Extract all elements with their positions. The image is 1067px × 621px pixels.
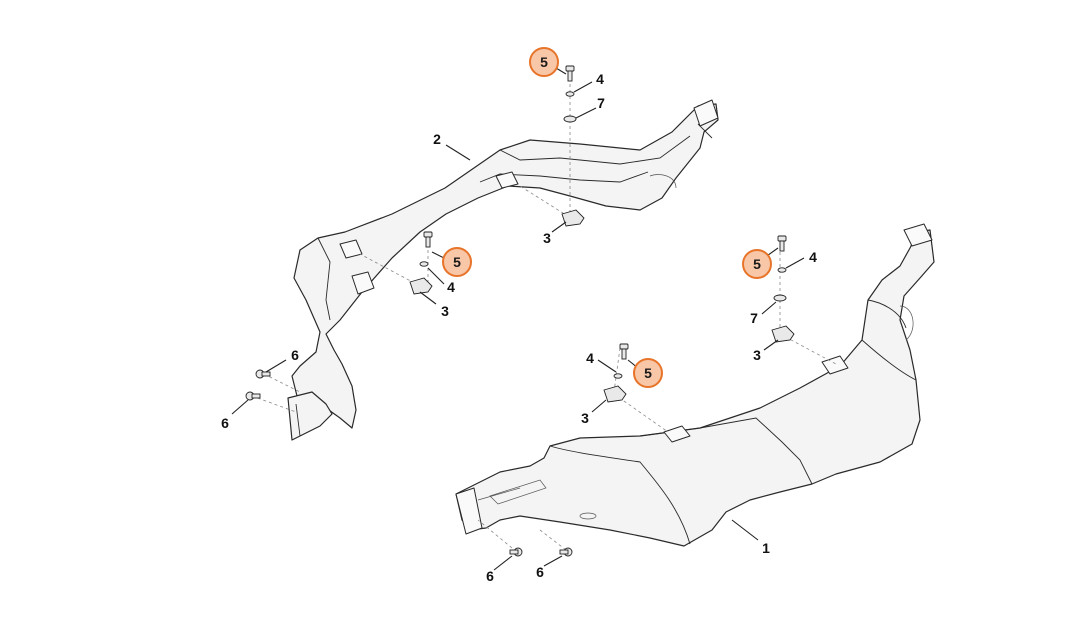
callout-labels: 2 4 7 3 4 3 4 7 3 4 3 6 6 6 6 1: [221, 71, 817, 584]
lower-housing[interactable]: [455, 223, 935, 547]
leader-lines: [231, 67, 805, 571]
clip-icon: [561, 209, 585, 227]
callout-2: 2: [433, 131, 441, 147]
callout-6: 6: [221, 415, 229, 431]
callout-label: 5: [753, 256, 761, 272]
clip-icon: [409, 277, 433, 295]
callout-5-right[interactable]: 5: [742, 249, 772, 279]
upper-bracket[interactable]: [287, 99, 719, 441]
screw-icon: [509, 547, 523, 557]
callout-6: 6: [486, 568, 494, 584]
callout-1: 1: [762, 540, 770, 556]
washer-icon: [777, 267, 787, 273]
callout-5-middle-left[interactable]: 5: [442, 247, 472, 277]
callout-5-top[interactable]: 5: [529, 47, 559, 77]
assembly-lines: [251, 72, 837, 551]
callout-5-lower[interactable]: 5: [633, 358, 663, 388]
callout-label: 5: [540, 54, 548, 70]
callout-4: 4: [447, 279, 455, 295]
callout-label: 5: [644, 365, 652, 381]
washer-icon: [613, 373, 623, 379]
callout-3: 3: [441, 303, 449, 319]
callout-4: 4: [809, 249, 817, 265]
washer-icon: [773, 294, 787, 302]
washer-icon: [563, 115, 577, 123]
washer-icon: [419, 261, 429, 267]
callout-7: 7: [750, 310, 758, 326]
screw-icon: [559, 547, 573, 557]
clip-icon: [603, 385, 627, 403]
callout-3: 3: [581, 410, 589, 426]
callout-3: 3: [753, 347, 761, 363]
washer-icon: [565, 91, 575, 97]
hardware: [245, 65, 795, 557]
bolt-icon: [619, 343, 629, 360]
callout-6: 6: [291, 347, 299, 363]
clip-icon: [771, 325, 795, 343]
callout-4: 4: [586, 350, 594, 366]
callout-label: 5: [453, 254, 461, 270]
callout-4: 4: [596, 71, 604, 87]
callout-7: 7: [597, 95, 605, 111]
screw-icon: [255, 369, 271, 379]
bolt-icon: [423, 231, 433, 248]
bolt-icon: [565, 65, 575, 82]
bolt-icon: [777, 235, 787, 252]
callout-6: 6: [536, 564, 544, 580]
screw-icon: [245, 391, 261, 401]
callout-3: 3: [543, 230, 551, 246]
